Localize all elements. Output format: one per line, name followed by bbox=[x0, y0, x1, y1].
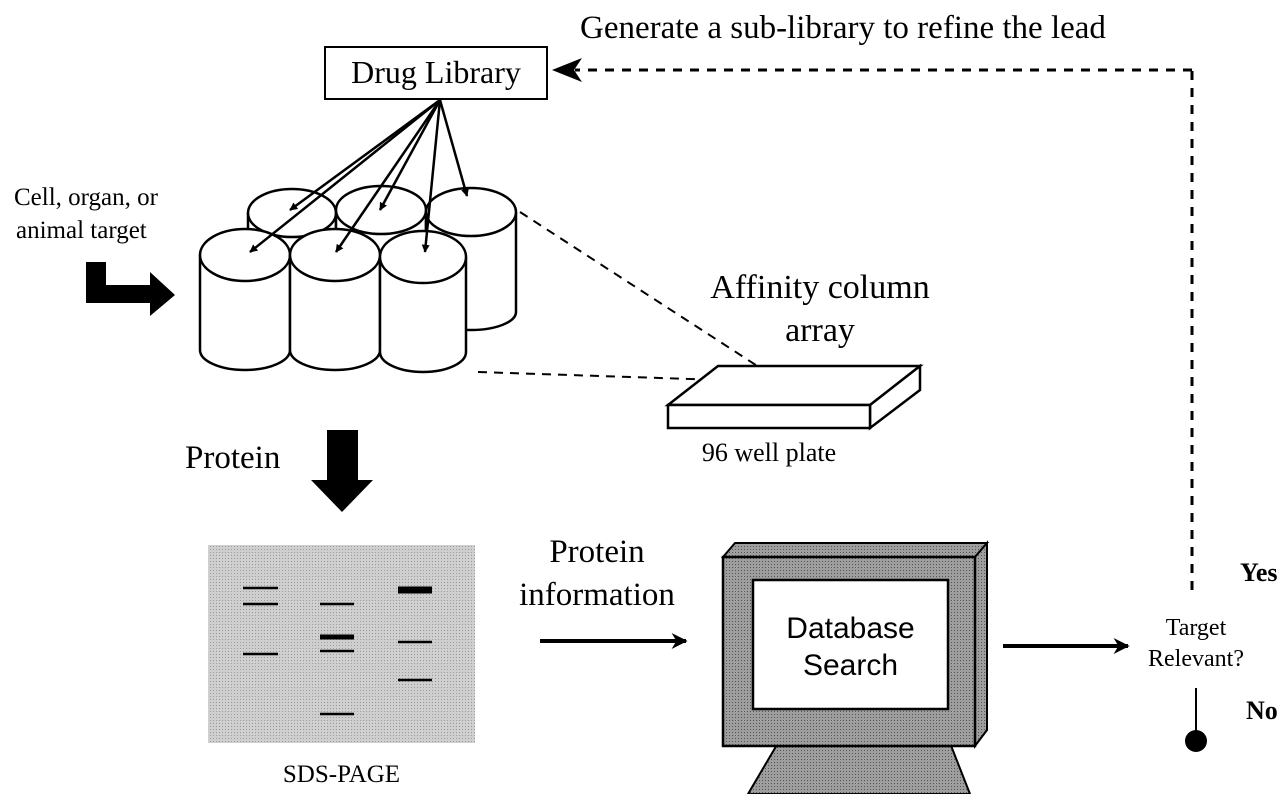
sds-page-gel bbox=[208, 545, 475, 743]
target-source-line-2: animal target bbox=[16, 216, 147, 244]
plate-label: 96 well plate bbox=[701, 438, 837, 467]
screen-line-1: Database bbox=[786, 612, 915, 645]
cylinder-array bbox=[198, 184, 518, 374]
feedback-arrowhead bbox=[552, 58, 582, 82]
screen-line-2: Search bbox=[802, 648, 899, 682]
gel-caption: SDS-PAGE bbox=[282, 761, 401, 788]
affinity-column-title: Affinity column array bbox=[675, 266, 965, 352]
library-to-column-arrows bbox=[249, 98, 469, 253]
protein-information-label: Protein information bbox=[502, 531, 692, 617]
target-entry-arrow bbox=[86, 262, 175, 316]
well-plate bbox=[664, 363, 924, 431]
yes-label: Yes bbox=[1240, 558, 1278, 587]
info-line-1: Protein bbox=[549, 534, 645, 570]
drug-library-box bbox=[324, 46, 548, 100]
feedback-loop bbox=[575, 68, 1194, 590]
target-source-line-1: Cell, organ, or bbox=[14, 184, 158, 211]
monitor-screen bbox=[751, 578, 950, 711]
decision-line-2: Relevant? bbox=[1148, 646, 1244, 673]
protein-label: Protein bbox=[185, 440, 281, 476]
feedback-label: Generate a sub-library to refine the lea… bbox=[580, 10, 1106, 46]
decision-line-1: Target bbox=[1165, 615, 1227, 641]
cylinder-front-3 bbox=[378, 229, 468, 374]
info-line-2: information bbox=[519, 576, 675, 613]
monitor bbox=[720, 540, 990, 794]
drug-library-label: Drug Library bbox=[351, 54, 521, 90]
no-label: No bbox=[1246, 696, 1278, 725]
no-branch-terminal bbox=[1185, 730, 1207, 752]
protein-down-arrow bbox=[311, 430, 373, 512]
affinity-title-line-1: Affinity column bbox=[710, 269, 930, 306]
cylinder-front-2 bbox=[288, 227, 382, 372]
target-source-label: Cell, organ, or animal target bbox=[14, 182, 158, 247]
decision-label: Target Relevant? bbox=[1135, 613, 1257, 675]
cylinder-front-1 bbox=[198, 227, 292, 372]
database-search-label: Database Search bbox=[753, 611, 948, 684]
zoom-lines bbox=[477, 211, 783, 383]
affinity-title-line-2: array bbox=[785, 312, 855, 350]
